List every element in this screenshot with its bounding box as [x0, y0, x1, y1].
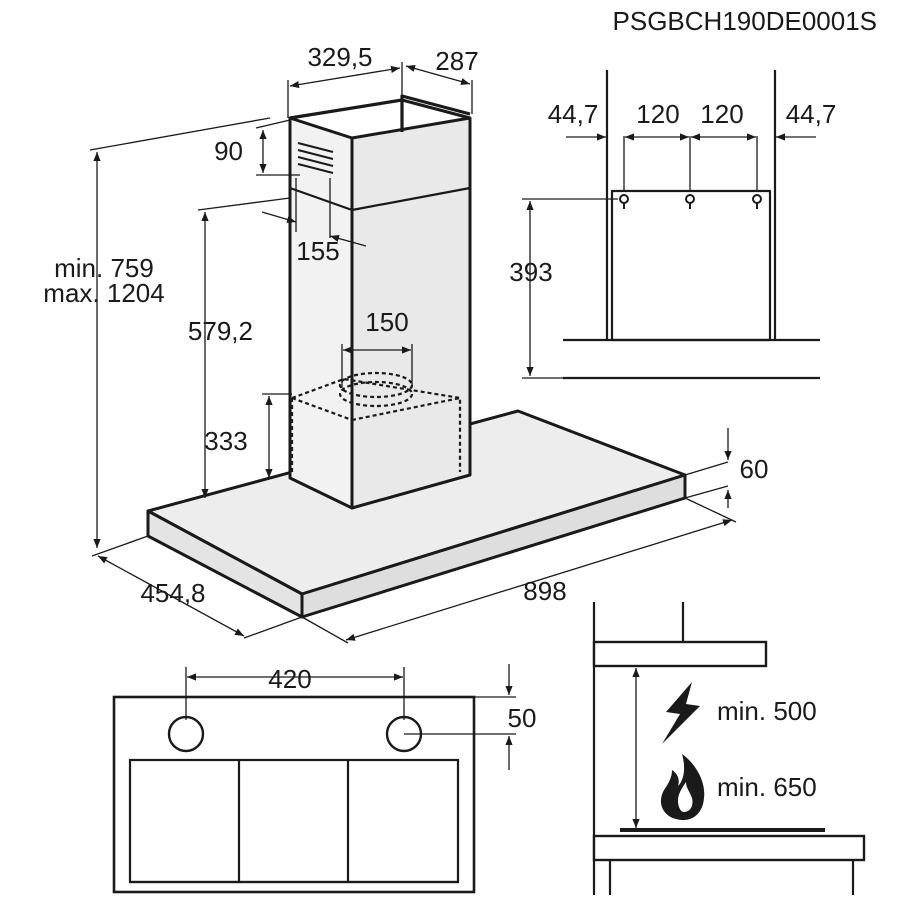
dim-spacing-left: 120 [636, 99, 679, 129]
hob-profile [592, 834, 866, 862]
electric-clearance: min. 500 [717, 696, 817, 726]
chimney-front [288, 116, 354, 510]
mounting-view: 44,7 120 120 44,7 393 [509, 70, 837, 380]
dim-duct-diameter: 150 [365, 307, 408, 337]
dim-canopy-width-line [345, 519, 733, 641]
dim-ext-line [684, 461, 729, 476]
dim-chimney-width: 329,5 [307, 42, 372, 72]
chimney-side [350, 116, 472, 510]
dim-light-offset: 50 [508, 703, 537, 733]
lightning-icon [662, 682, 700, 744]
hood-isometric-view: 329,5 287 90 155 579,2 150 333 min. 759 [43, 42, 769, 644]
dim-total-height-max: max. 1204 [43, 278, 164, 308]
vent-slots [297, 142, 334, 174]
dim-ext-line [91, 535, 149, 557]
model-code: PSGBCH190DE0001S [613, 6, 877, 36]
dim-light-spacing: 420 [268, 664, 311, 694]
dim-ext-line [255, 119, 291, 129]
dim-chimney-width-line [289, 65, 401, 89]
dim-canopy-depth-line [97, 555, 245, 637]
mounting-plate [610, 189, 772, 342]
dim-total-height-min: min. 759 [54, 253, 154, 283]
dim-vent-height-arrow-left [261, 211, 297, 223]
hood-side-profile [592, 640, 768, 668]
dim-bracket-height: 393 [509, 257, 552, 287]
dim-chimney-height: 579,2 [188, 316, 253, 346]
clearance-view: min. 500 min. 650 [592, 602, 866, 895]
dim-canopy-width: 898 [523, 576, 566, 606]
dim-edge-left: 44,7 [548, 99, 599, 129]
chimney-joint-side [351, 186, 471, 212]
keyhole-slots [619, 194, 762, 209]
flame-icon [660, 754, 705, 820]
dim-chimney-depth-line [405, 64, 471, 86]
dim-filter-box-height: 333 [204, 426, 247, 456]
dim-ext-line [684, 485, 729, 499]
dim-canopy-thickness: 60 [740, 454, 769, 484]
light-left [167, 715, 205, 753]
filter-panel-area [128, 758, 460, 884]
dim-chimney-depth: 287 [435, 46, 478, 76]
dim-spacing-right: 120 [700, 99, 743, 129]
dim-ext-line [684, 497, 737, 523]
dim-vent-height-arrow-right [329, 234, 367, 247]
dim-vent-height: 155 [296, 236, 339, 266]
dim-ext-line [197, 197, 291, 211]
gas-clearance: min. 650 [717, 772, 817, 802]
dim-ext-line [301, 616, 349, 644]
chimney-top-rear [289, 98, 471, 120]
dim-edge-right: 44,7 [786, 99, 837, 129]
dim-vent-offset: 90 [214, 136, 243, 166]
dim-ext-line [243, 616, 303, 639]
chimney-joint-front [289, 186, 353, 212]
bottom-view: 420 50 [112, 664, 537, 894]
dim-canopy-depth: 454,8 [140, 578, 205, 608]
dim-ext-line [89, 117, 271, 151]
